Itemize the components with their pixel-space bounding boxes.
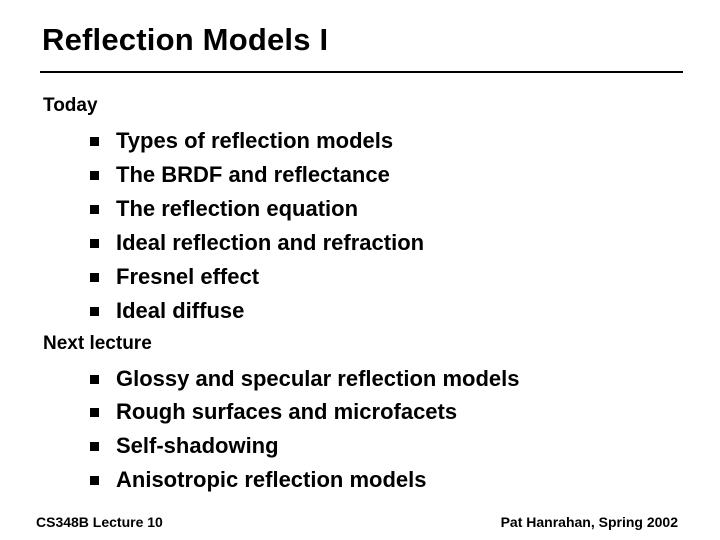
- list-item-text: Self-shadowing: [116, 433, 279, 458]
- bullet-icon: [90, 475, 99, 485]
- list-item-text: The BRDF and reflectance: [116, 162, 390, 187]
- list-item: Ideal reflection and refraction: [90, 230, 424, 256]
- list-item-text: Ideal reflection and refraction: [116, 230, 425, 255]
- footer-course: CS348B Lecture 10: [36, 514, 163, 530]
- list-item: The reflection equation: [90, 196, 358, 222]
- list-item-text: Fresnel effect: [116, 264, 260, 289]
- list-item-text: Anisotropic reflection models: [116, 467, 427, 492]
- list-item: Self-shadowing: [90, 433, 279, 459]
- title-divider: [40, 71, 683, 73]
- bullet-icon: [90, 441, 99, 451]
- list-item: Fresnel effect: [90, 264, 259, 290]
- bullet-icon: [90, 306, 99, 316]
- bullet-icon: [90, 272, 99, 282]
- footer-author: Pat Hanrahan, Spring 2002: [500, 514, 678, 530]
- section-heading-next-lecture: Next lecture: [43, 333, 152, 354]
- list-item-text: Rough surfaces and microfacets: [116, 399, 458, 424]
- bullet-icon: [90, 136, 99, 146]
- list-item-text: The reflection equation: [116, 196, 359, 221]
- list-item: Ideal diffuse: [90, 298, 244, 324]
- list-item: Types of reflection models: [90, 128, 393, 154]
- list-item-text: Ideal diffuse: [116, 298, 245, 323]
- list-item: Anisotropic reflection models: [90, 467, 427, 493]
- list-item: Rough surfaces and microfacets: [90, 399, 457, 425]
- bullet-icon: [90, 407, 99, 417]
- bullet-icon: [90, 374, 99, 384]
- bullet-icon: [90, 170, 99, 180]
- bullet-icon: [90, 238, 99, 248]
- list-item-text: Glossy and specular reflection models: [116, 366, 520, 391]
- slide-title: Reflection Models I: [42, 22, 329, 57]
- list-item: The BRDF and reflectance: [90, 162, 390, 188]
- section-heading-today: Today: [43, 95, 98, 116]
- list-item: Glossy and specular reflection models: [90, 366, 519, 392]
- list-item-text: Types of reflection models: [116, 128, 394, 153]
- bullet-icon: [90, 204, 99, 214]
